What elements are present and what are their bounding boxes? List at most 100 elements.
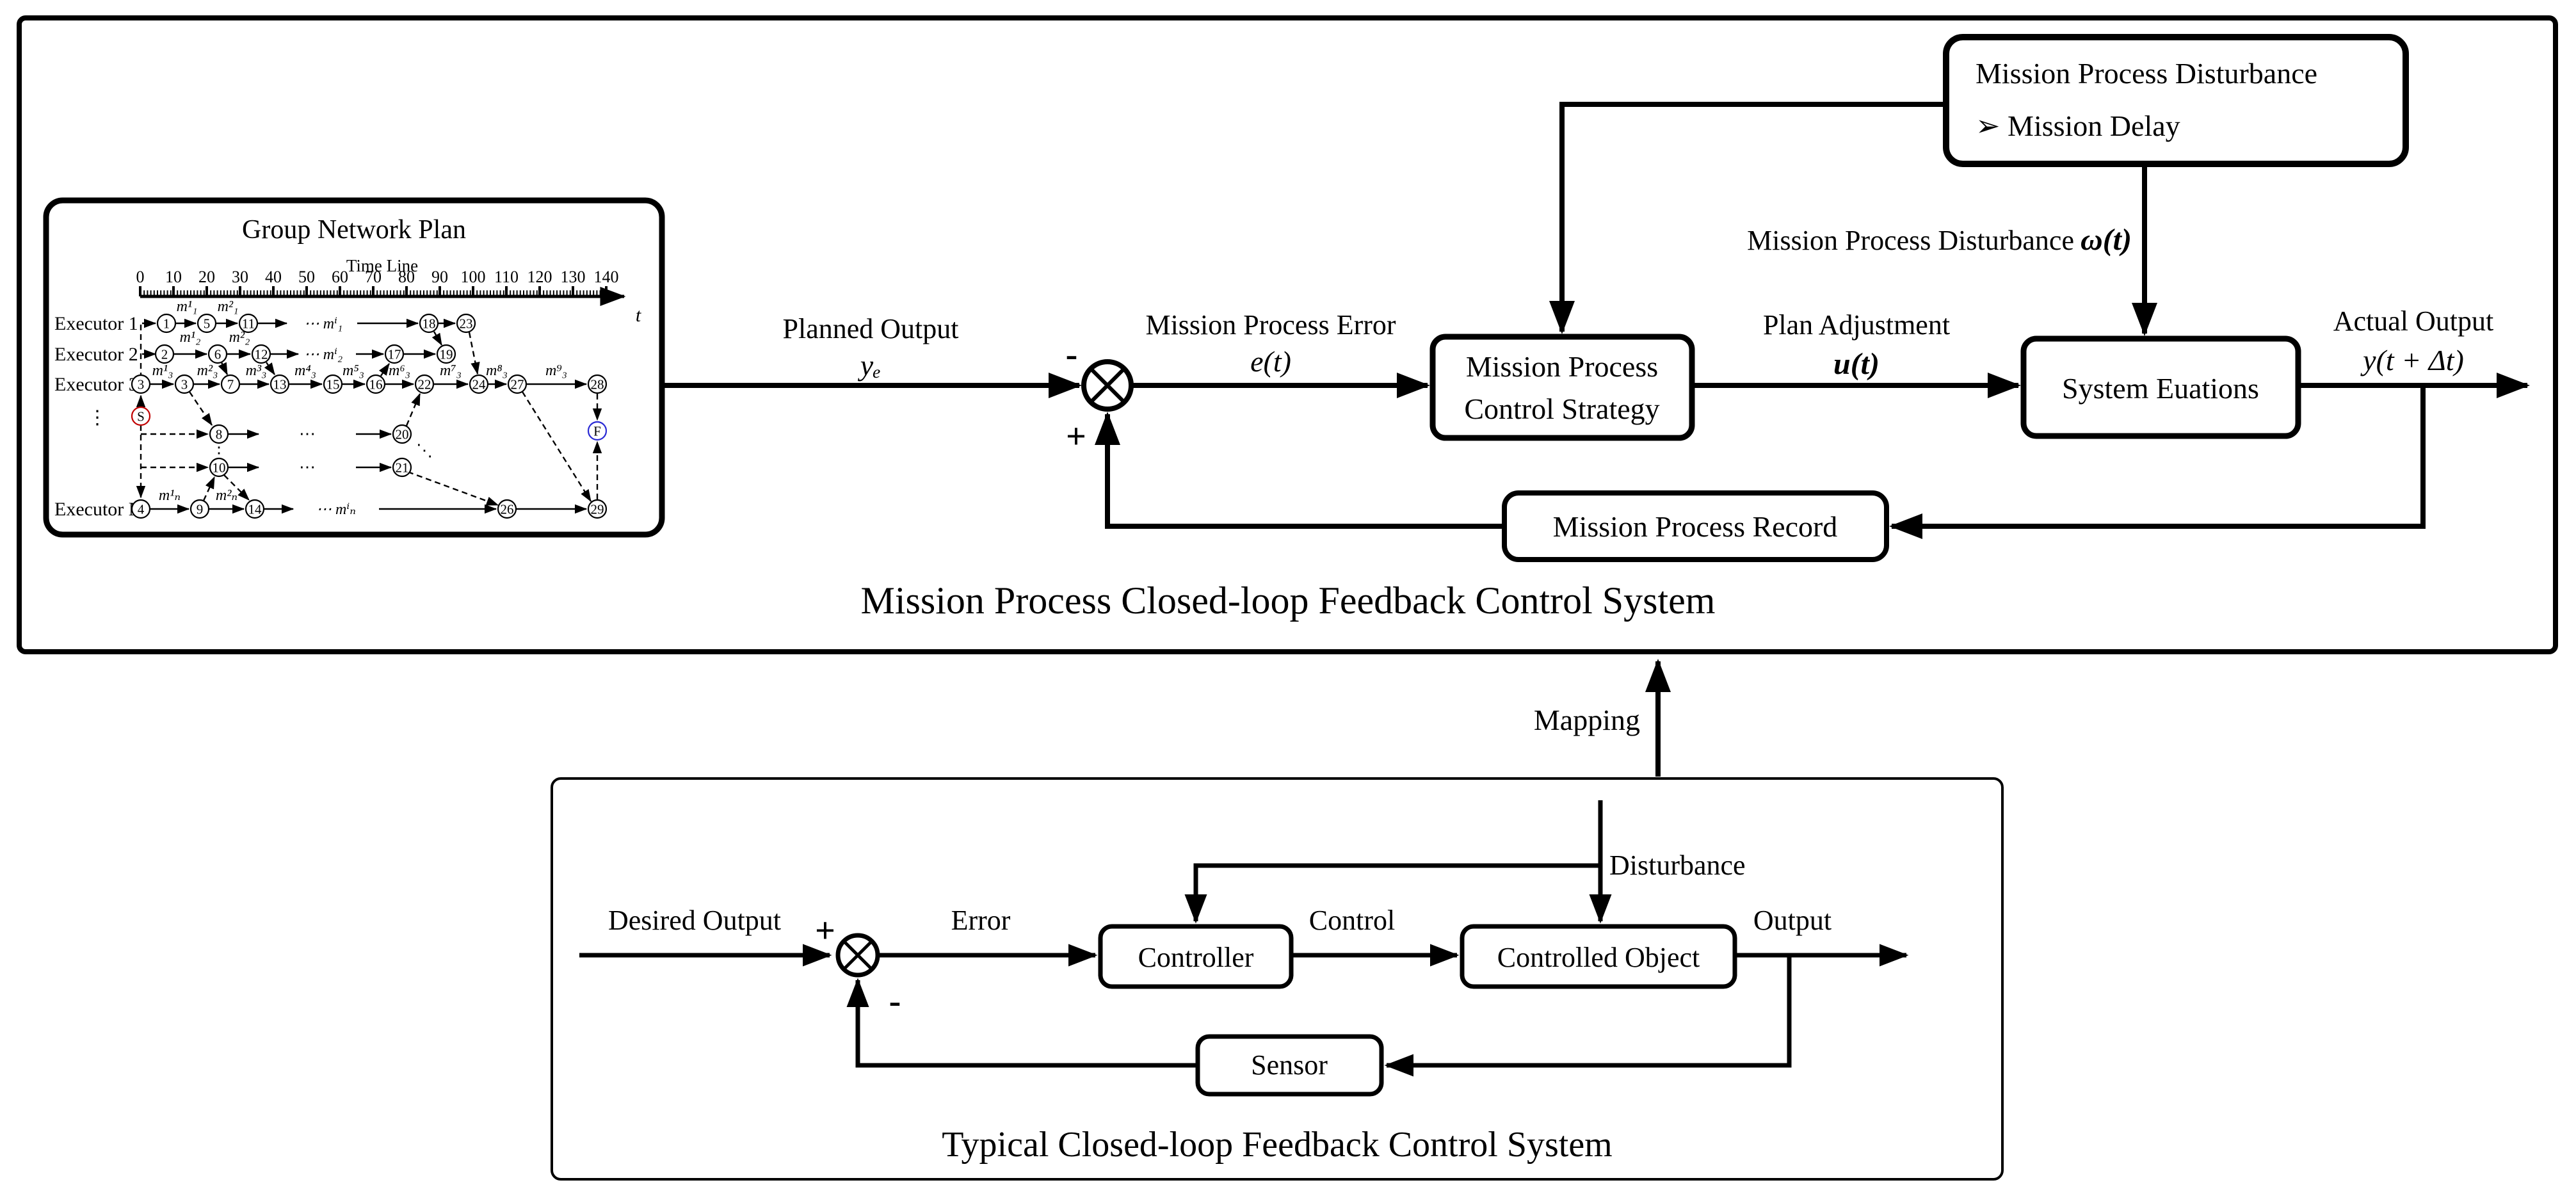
module-label: m⁹₃ bbox=[545, 362, 567, 379]
module-label: ⋯ mⁱ₂ bbox=[304, 346, 343, 363]
plus-sign-bottom: + bbox=[815, 911, 835, 951]
network-node-label: 24 bbox=[472, 377, 487, 392]
time-tick-label: 30 bbox=[232, 268, 248, 286]
module-label: m¹₁ bbox=[177, 298, 198, 315]
ellipsis-mark: ⋯ bbox=[299, 424, 316, 443]
executor-label: Executor N bbox=[54, 499, 142, 520]
time-tick-label: 100 bbox=[461, 268, 486, 286]
time-tick-label: 110 bbox=[494, 268, 519, 286]
network-node-label: 3 bbox=[181, 377, 188, 392]
module-label: m⁸₃ bbox=[486, 362, 508, 379]
module-label: m⁴₃ bbox=[294, 362, 316, 379]
module-label: m²₃ bbox=[197, 362, 218, 379]
network-node-label: 18 bbox=[423, 316, 436, 332]
network-node-label: 6 bbox=[214, 347, 221, 362]
network-node-label: 17 bbox=[388, 347, 401, 362]
network-node-label: 8 bbox=[216, 427, 223, 442]
network-node-circle bbox=[270, 374, 290, 394]
actual-output-label: Actual Output bbox=[2333, 305, 2494, 337]
network-node-circle bbox=[156, 313, 177, 334]
network-node-circle bbox=[497, 499, 517, 519]
controller-label: Controller bbox=[1138, 942, 1254, 973]
minus-sign-bottom: - bbox=[889, 981, 901, 1021]
network-node-label: 26 bbox=[501, 502, 514, 517]
error-label-bottom: Error bbox=[951, 905, 1011, 936]
network-node-label: 1 bbox=[163, 316, 170, 332]
summing-junction-top: - + bbox=[1066, 335, 1134, 456]
sensor-label: Sensor bbox=[1251, 1049, 1328, 1081]
network-node-circle bbox=[419, 313, 439, 334]
network-node-circle bbox=[238, 313, 259, 334]
module-label: ⋯ mⁱₙ bbox=[316, 501, 356, 518]
module-label: m³₃ bbox=[246, 362, 267, 379]
control-strategy-line2: Control Strategy bbox=[1464, 392, 1659, 425]
module-label: m¹ₙ bbox=[159, 487, 181, 504]
network-node-circle bbox=[392, 457, 412, 478]
network-plan-dashed-edges bbox=[136, 325, 602, 506]
network-node-circle bbox=[197, 313, 217, 334]
output-label: Output bbox=[1753, 905, 1831, 936]
module-label: m⁵₃ bbox=[342, 362, 364, 379]
network-node-label: 29 bbox=[591, 502, 604, 517]
system-equations-label: System Euations bbox=[2062, 372, 2259, 405]
time-tick-label: 120 bbox=[527, 268, 552, 286]
executor-label: Executor 2 bbox=[54, 344, 138, 365]
network-node-circle bbox=[209, 424, 229, 444]
disturbance-box-line2: ➢ Mission Delay bbox=[1976, 109, 2180, 142]
planned-output-symbol: yₑ bbox=[858, 349, 881, 382]
network-node-label: 14 bbox=[248, 502, 262, 517]
t-axis-label: t bbox=[636, 305, 641, 326]
executor-label: Executor 1 bbox=[54, 313, 138, 334]
junction-cross-2 bbox=[1089, 367, 1126, 404]
ellipsis-mark: ⋯ bbox=[299, 458, 316, 476]
network-node-circle bbox=[245, 499, 265, 519]
network-node-circle bbox=[189, 499, 210, 519]
controlled-object-label: Controlled Object bbox=[1497, 942, 1700, 973]
network-node-label: 19 bbox=[440, 347, 453, 362]
module-label: m¹₃ bbox=[152, 362, 173, 379]
disturbance-arrow-controller bbox=[1184, 863, 1600, 924]
network-node-label: S bbox=[137, 409, 145, 424]
network-node-label: 12 bbox=[255, 347, 268, 362]
time-line-label: Time Line bbox=[346, 256, 418, 275]
network-node-label: 15 bbox=[326, 377, 340, 392]
control-strategy-line1: Mission Process bbox=[1466, 350, 1658, 383]
time-tick-label: 70 bbox=[365, 268, 382, 286]
planned-output-label: Planned Output bbox=[783, 313, 959, 344]
network-node-circle bbox=[209, 457, 229, 478]
network-node-circle bbox=[392, 424, 412, 444]
disturbance-box-line1: Mission Process Disturbance bbox=[1976, 57, 2317, 90]
network-node-label: 13 bbox=[273, 377, 287, 392]
network-node-label: 21 bbox=[396, 460, 409, 476]
disturbance-signal-text: Mission Process Disturbance bbox=[1747, 225, 2074, 256]
time-tick-label: 90 bbox=[431, 268, 448, 286]
plan-adjustment-symbol: u(t) bbox=[1833, 347, 1880, 381]
network-node-circle bbox=[131, 499, 151, 519]
network-node-label: 22 bbox=[418, 377, 431, 392]
network-plan-frame bbox=[43, 197, 665, 538]
network-plan-solid-edges bbox=[142, 318, 588, 514]
network-node-label: 5 bbox=[204, 316, 211, 332]
network-node-circle bbox=[587, 499, 608, 519]
actual-output-symbol: y(t + Δt) bbox=[2360, 344, 2464, 376]
network-node-label: 2 bbox=[161, 347, 168, 362]
sensor-to-junction-arrow bbox=[846, 978, 1198, 1068]
disturbance-label: Disturbance bbox=[1609, 850, 1746, 881]
network-node-circle bbox=[323, 374, 343, 394]
network-node-circle bbox=[366, 374, 386, 394]
network-node-label: F bbox=[593, 424, 601, 439]
time-tick-label: 60 bbox=[332, 268, 348, 286]
network-node-circle bbox=[174, 374, 195, 394]
plus-sign-top: + bbox=[1066, 417, 1086, 456]
time-tick-label: 50 bbox=[298, 268, 315, 286]
network-node-label: 20 bbox=[396, 427, 409, 442]
output-to-sensor-arrow bbox=[1384, 955, 1792, 1077]
time-tick-label: 20 bbox=[198, 268, 215, 286]
top-system-title: Mission Process Closed-loop Feedback Con… bbox=[861, 579, 1716, 622]
disturbance-signal-symbol: ω(t) bbox=[2081, 223, 2132, 257]
desired-output-label: Desired Output bbox=[608, 905, 781, 936]
time-axis bbox=[139, 286, 626, 306]
